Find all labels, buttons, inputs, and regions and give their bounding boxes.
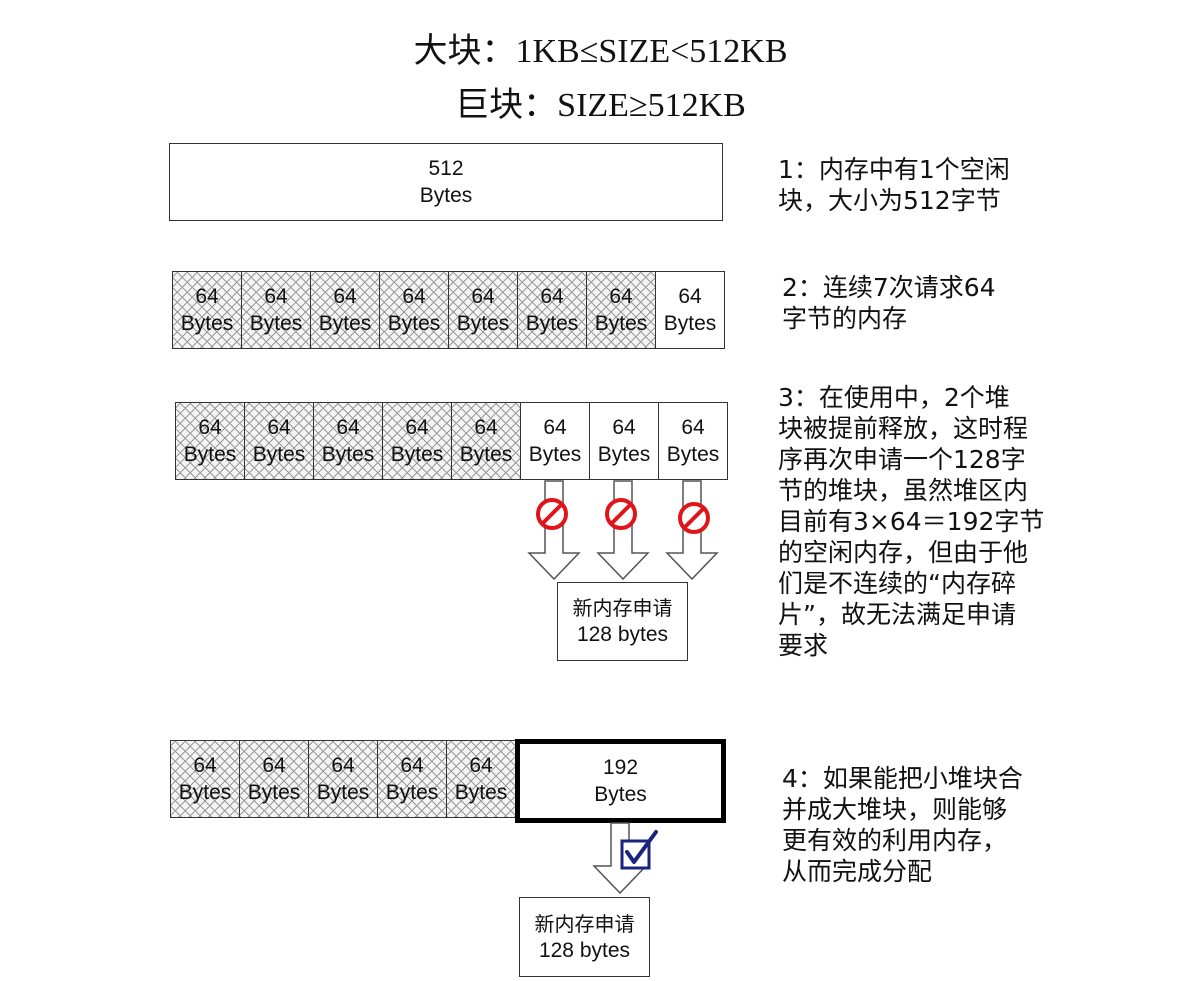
- block-unit: Bytes: [594, 312, 648, 335]
- block-size: 64: [402, 285, 426, 308]
- prohibited-icon: [536, 498, 568, 530]
- block-unit: Bytes: [663, 312, 717, 335]
- down-arrow: [527, 480, 581, 581]
- block-unit: Bytes: [454, 781, 508, 804]
- block-size: 64: [267, 416, 291, 439]
- request-label: 新内存申请: [572, 596, 673, 620]
- block-unit: Bytes: [247, 781, 301, 804]
- free-block-512: 512 Bytes: [169, 143, 723, 221]
- block-size: 64: [331, 754, 355, 777]
- block-unit: Bytes: [178, 781, 232, 804]
- block-size: 64: [681, 416, 705, 439]
- block-unit: Bytes: [390, 443, 444, 466]
- block-size: 512: [428, 157, 464, 180]
- block-unit: Bytes: [385, 781, 439, 804]
- block-size: 64: [543, 416, 567, 439]
- merged-unit: Bytes: [594, 783, 647, 806]
- block-unit: Bytes: [597, 443, 651, 466]
- block-unit: Bytes: [666, 443, 720, 466]
- block-size: 64: [612, 416, 636, 439]
- block-size: 64: [193, 754, 217, 777]
- block-size: 64: [198, 416, 222, 439]
- block-size: 64: [262, 754, 286, 777]
- block-unit: Bytes: [419, 184, 473, 207]
- title-line-2: 巨块：SIZE≥512KB: [455, 87, 746, 124]
- block-unit: Bytes: [456, 312, 510, 335]
- block-size: 64: [471, 285, 495, 308]
- block-unit: Bytes: [321, 443, 375, 466]
- title-line-1: 大块：1KB≤SIZE<512KB: [413, 33, 788, 70]
- block-unit: Bytes: [528, 443, 582, 466]
- block-unit: Bytes: [525, 312, 579, 335]
- step1-description: 1：内存中有1个空闲 块，大小为512字节: [778, 155, 1010, 215]
- block-unit: Bytes: [252, 443, 306, 466]
- step4-description: 4：如果能把小堆块合 并成大堆块，则能够 更有效的利用内存， 从而完成分配: [782, 764, 1023, 886]
- prohibited-icon: [678, 502, 710, 534]
- block-unit: Bytes: [183, 443, 237, 466]
- block-size: 64: [195, 285, 219, 308]
- request-label: 新内存申请: [534, 911, 635, 936]
- new-request-box-failed: 新内存申请 128 bytes: [557, 582, 688, 661]
- block-size: 64: [405, 416, 429, 439]
- block-unit: Bytes: [180, 312, 234, 335]
- step3-description: 3：在使用中，2个堆 块被提前释放，这时程 序再次申请一个128字 节的堆块，虽…: [778, 383, 1045, 660]
- block-unit: Bytes: [318, 312, 372, 335]
- block-size: 64: [540, 285, 564, 308]
- checkbox-checked-icon: [620, 830, 658, 870]
- down-arrow: [596, 480, 650, 581]
- block-size: 64: [474, 416, 498, 439]
- block-unit: Bytes: [387, 312, 441, 335]
- block-unit: Bytes: [249, 312, 303, 335]
- block-size: 64: [469, 754, 493, 777]
- block-unit: Bytes: [316, 781, 370, 804]
- request-size: 128 bytes: [576, 623, 669, 646]
- merged-block-192: 192 Bytes: [515, 739, 726, 823]
- block-size: 64: [400, 754, 424, 777]
- down-arrow: [592, 822, 648, 895]
- merged-size: 192: [602, 756, 639, 779]
- prohibited-icon: [605, 498, 637, 530]
- block-size: 64: [678, 285, 702, 308]
- block-size: 64: [333, 285, 357, 308]
- step2-description: 2：连续7次请求64 字节的内存: [782, 273, 996, 333]
- block-size: 64: [609, 285, 633, 308]
- request-size: 128 bytes: [538, 938, 631, 962]
- block-size: 64: [336, 416, 360, 439]
- block-size: 64: [264, 285, 288, 308]
- new-request-box-success: 新内存申请 128 bytes: [519, 897, 650, 977]
- block-unit: Bytes: [459, 443, 513, 466]
